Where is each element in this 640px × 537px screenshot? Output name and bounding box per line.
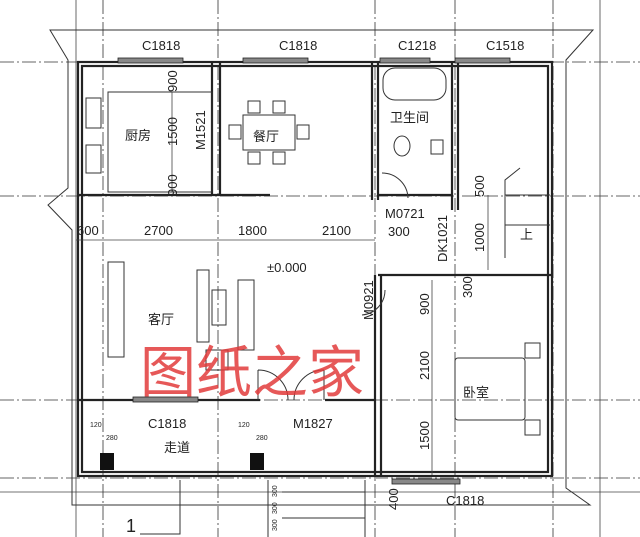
dimension-text: 280 (256, 435, 268, 442)
dimension-text: 900 (417, 293, 432, 315)
fixtures (85, 67, 550, 537)
dimension-text: 300 (272, 519, 279, 531)
dimension-text: 1500 (417, 421, 432, 450)
dimension-text: 300 (388, 224, 410, 239)
window-label: C1818 (446, 493, 484, 508)
door-label: DK1021 (435, 215, 450, 262)
elevation-label: ±0.000 (267, 260, 307, 275)
column-icon (250, 453, 264, 470)
door-swings (257, 172, 409, 401)
roof-outline (47, 29, 595, 506)
room-label-kitchen: 厨房 (125, 128, 151, 143)
stair-up-label: 上 (520, 227, 533, 242)
toilet-icon (393, 135, 411, 157)
dimension-text: 280 (106, 435, 118, 442)
section-mark: 1 (126, 516, 136, 536)
door-label: M1827 (293, 416, 333, 431)
dimension-text: 600 (77, 223, 99, 238)
window-label: C1218 (398, 38, 436, 53)
window-label: C1518 (486, 38, 524, 53)
dimension-text: 1800 (238, 223, 267, 238)
dimension-text: 2700 (144, 223, 173, 238)
dimension-text: 900 (165, 70, 180, 92)
bathtub-icon (382, 67, 447, 101)
room-label-bathroom: 卫生间 (390, 110, 429, 125)
room-label-corridor: 走道 (164, 440, 190, 455)
room-label-living: 客厅 (148, 312, 174, 327)
sofa-icon (196, 269, 210, 343)
dimension-lines (76, 92, 489, 475)
door-label: M1521 (193, 110, 208, 150)
dimension-text: 300 (460, 276, 475, 298)
coffee-table-icon (211, 289, 227, 326)
stove-icon (85, 97, 102, 129)
dimension-text: 2100 (417, 351, 432, 380)
bed-icon (454, 357, 526, 421)
room-label-dining: 餐厅 (253, 129, 279, 144)
entry-steps-icon (267, 480, 366, 537)
dimension-text: 300 (272, 485, 279, 497)
dimension-text: 120 (90, 422, 102, 429)
walls (76, 60, 554, 478)
dimension-text: 120 (238, 422, 250, 429)
sink-icon (85, 144, 102, 174)
dimension-text: 2100 (322, 223, 351, 238)
door-label: M0921 (361, 280, 376, 320)
tv-cabinet-icon (107, 261, 125, 358)
dimension-text: 1000 (472, 223, 487, 252)
washbasin-icon (430, 139, 444, 155)
column-icon (100, 453, 114, 470)
dimension-text: 1500 (165, 117, 180, 146)
dimension-text: 300 (272, 502, 279, 514)
window-label: C1818 (142, 38, 180, 53)
dimension-text: 500 (472, 175, 487, 197)
dining-table-icon (242, 114, 296, 151)
section-line (140, 480, 181, 535)
watermark: 图纸之家 (140, 341, 364, 406)
dimension-text: 400 (386, 488, 401, 510)
stair-icon (504, 167, 550, 258)
window-label: C1818 (148, 416, 186, 431)
window-label: C1818 (279, 38, 317, 53)
dimension-text: 900 (165, 174, 180, 196)
room-label-bedroom: 卧室 (463, 385, 489, 400)
window-marks (117, 57, 511, 485)
door-label: M0721 (385, 206, 425, 221)
